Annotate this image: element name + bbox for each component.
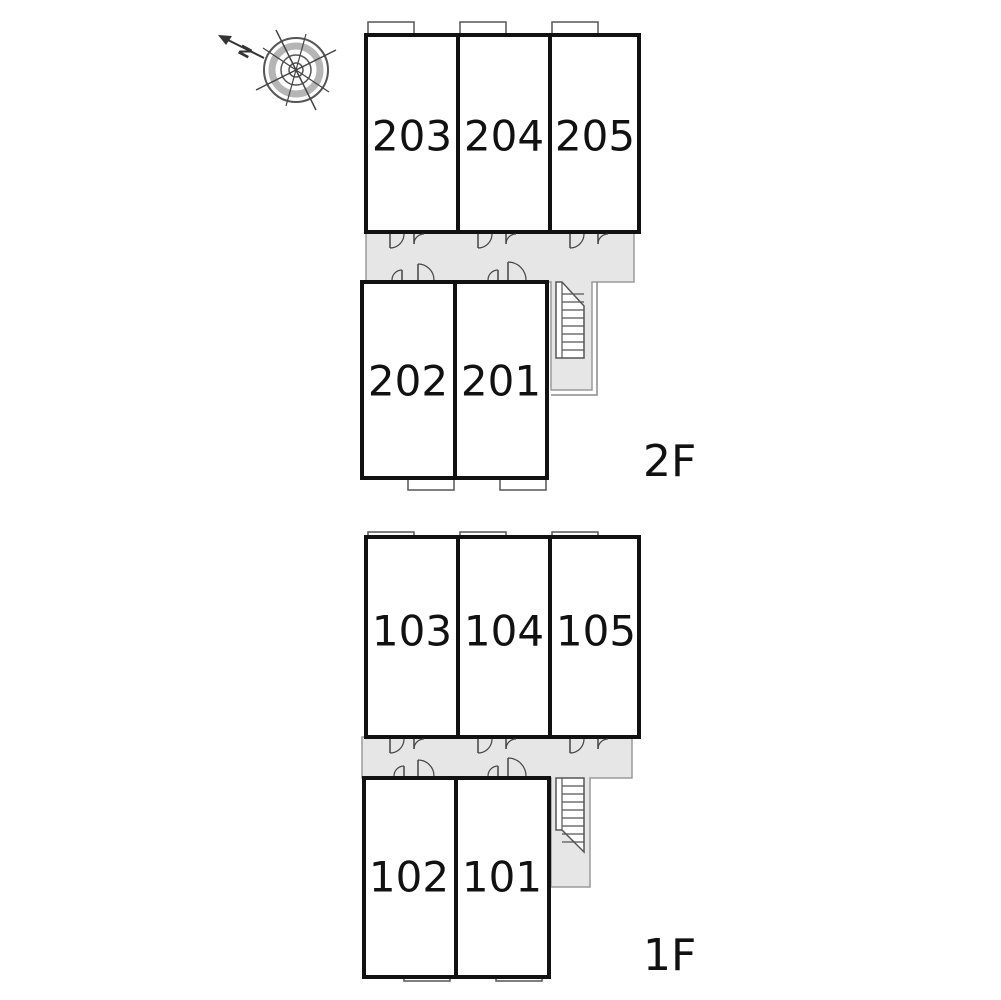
compass-icon [218,29,337,111]
unit-label: 201 [461,357,541,406]
door-icon [391,263,435,281]
room-1f-bottom-1 [362,776,458,979]
unit-label: 103 [372,607,452,656]
door-icon [389,738,425,754]
floor-label: 2F [643,436,696,487]
door-icon [389,233,425,249]
room-2f-top-3 [548,33,641,234]
room-1f-top-3 [548,535,641,739]
stair-railing-2f [551,282,598,396]
unit-label: 203 [372,112,452,161]
window [367,21,415,35]
unit-label: 102 [369,853,449,902]
door-icon [487,261,527,281]
unit-label: 205 [555,112,635,161]
door-icon [569,738,609,754]
floor-2f: 203 204 205 202 201 2F [360,21,696,491]
window [459,21,507,35]
room-1f-bottom-2 [454,776,551,979]
unit-label: 101 [462,853,542,902]
room-2f-bottom-2 [453,280,549,480]
door-icon [477,738,517,754]
room-2f-top-2 [456,33,552,234]
door-icon [569,233,609,249]
door-icon [477,233,517,249]
floor-1f: 103 104 105 102 101 1F [361,531,696,982]
floor-label: 1F [643,930,696,981]
compass-north-label: N [235,42,257,62]
room-2f-top-1 [364,33,460,234]
unit-label: 105 [556,607,636,656]
staircase-1f [555,777,585,854]
unit-label: 104 [464,607,544,656]
unit-label: 204 [464,112,544,161]
staircase-2f [555,281,585,359]
unit-label: 202 [368,357,448,406]
window [551,21,599,35]
door-icon [487,757,527,777]
door-icon [393,759,435,777]
